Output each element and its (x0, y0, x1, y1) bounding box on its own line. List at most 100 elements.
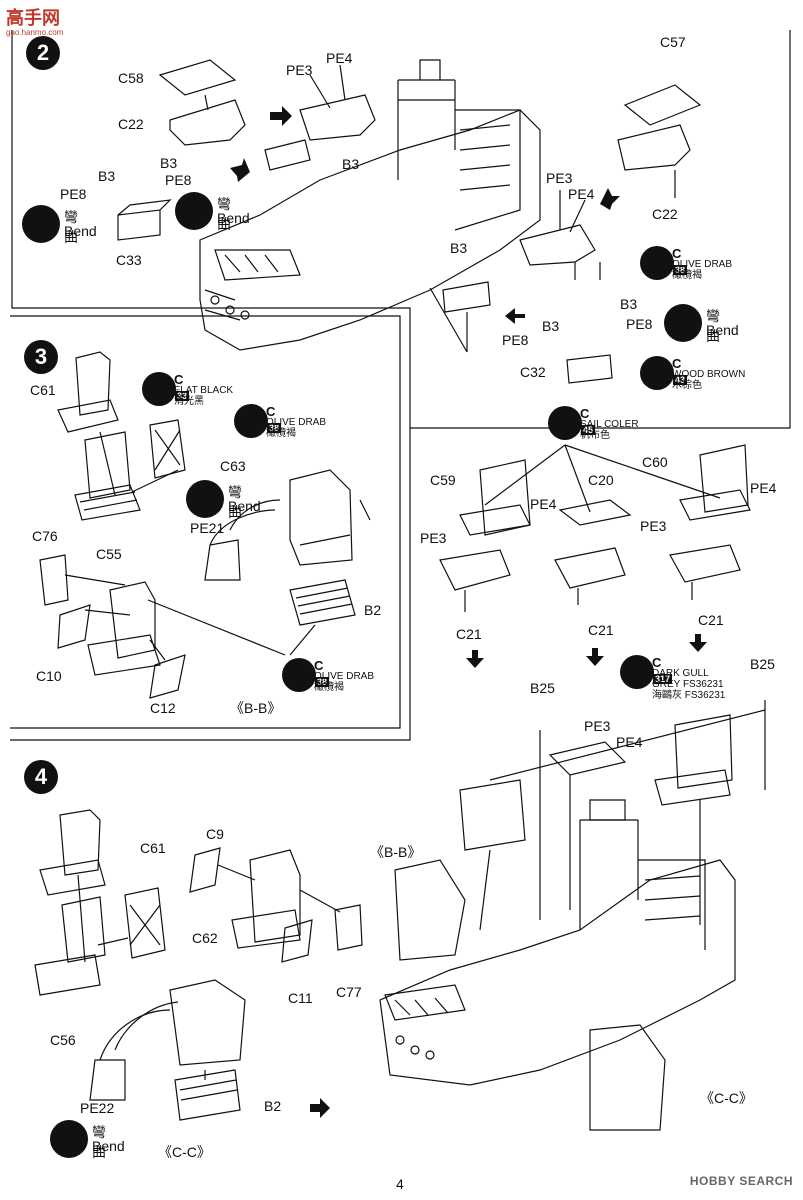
part-label-c60: C60 (642, 454, 668, 470)
step-number-2: 2 (26, 36, 60, 70)
step4-seat-left (34, 809, 166, 996)
bend-label-en: Bend (217, 210, 250, 226)
part-label-c57: C57 (660, 34, 686, 50)
part-label-c59: C59 (430, 472, 456, 488)
part-label-b3: B3 (342, 156, 360, 172)
bend-label-cn: 彎曲 (92, 1124, 106, 1160)
bend-label-cn: 彎曲 (64, 209, 78, 245)
step2-arrows (230, 106, 620, 324)
step3r-seats (439, 444, 751, 612)
part-label-pe3: PE3 (286, 62, 313, 78)
site-logo[interactable]: 高手网 gao.hanmo.com (6, 4, 63, 37)
view-label-bb: 《B-B》 (370, 844, 422, 860)
paint-code: C317 (652, 655, 673, 684)
step3-seat-c61 (57, 351, 119, 433)
step3-frame (10, 315, 401, 729)
view-label-cc: 《C-C》 (700, 1090, 753, 1106)
part-label-pe21: PE21 (190, 520, 225, 536)
part-label-c56: C56 (50, 1032, 76, 1048)
step2-leaders (204, 64, 676, 353)
step4-frame (10, 428, 411, 741)
part-label-pe8: PE8 (165, 172, 192, 188)
part-label-pe4: PE4 (568, 186, 595, 202)
part-label-c22: C22 (118, 116, 144, 132)
part-label-b3: B3 (98, 168, 116, 184)
part-label-pe8: PE8 (626, 316, 653, 332)
step4-fuselage-interior (379, 700, 766, 1131)
part-label-c9: C9 (206, 826, 224, 842)
paint-code: C38 (314, 658, 330, 687)
paint-code: C45 (580, 406, 596, 435)
part-label-c21: C21 (698, 612, 724, 628)
part-label-c55: C55 (96, 546, 122, 562)
bend-label-en: Bend (228, 498, 261, 514)
bend-icon (22, 205, 60, 243)
part-label-c61: C61 (140, 840, 166, 856)
step4-seat-mid (189, 847, 363, 963)
step3-seat-assembled (204, 469, 356, 626)
step3r-arrows (466, 634, 707, 668)
paint-code: C43 (672, 356, 688, 385)
part-label-c20: C20 (588, 472, 614, 488)
site-logo-url: gao.hanmo.com (6, 28, 64, 37)
part-label-c22: C22 (652, 206, 678, 222)
part-label-pe4: PE4 (616, 734, 643, 750)
bend-label-en: Bend (706, 322, 739, 338)
paint-brush-icon (620, 655, 654, 689)
step2-frame (11, 30, 791, 429)
page-number: 4 (396, 1176, 404, 1192)
part-label-c10: C10 (36, 668, 62, 684)
hobby-search-watermark: HOBBY SEARCH (689, 1174, 793, 1188)
part-label-b3: B3 (542, 318, 560, 334)
paint-code: C38 (672, 246, 688, 275)
part-label-b3: B3 (450, 240, 468, 256)
part-label-c76: C76 (32, 528, 58, 544)
bend-label-cn: 彎曲 (706, 308, 720, 344)
paint-brush-icon (142, 372, 176, 406)
part-label-c61: C61 (30, 382, 56, 398)
paint-brush-icon (234, 404, 268, 438)
part-label-pe4: PE4 (530, 496, 557, 512)
part-label-c33: C33 (116, 252, 142, 268)
part-label-pe8: PE8 (60, 186, 87, 202)
step2-seat-pans (169, 94, 691, 266)
part-label-c62: C62 (192, 930, 218, 946)
bend-icon (175, 192, 213, 230)
part-label-c11: C11 (288, 990, 313, 1006)
part-label-c21: C21 (456, 626, 482, 642)
part-label-b2: B2 (264, 1098, 282, 1114)
part-label-pe4: PE4 (326, 50, 353, 66)
part-label-pe3: PE3 (420, 530, 447, 546)
paint-code: C33 (174, 372, 190, 401)
paint-brush-icon (640, 356, 674, 390)
part-label-pe22: PE22 (80, 1100, 115, 1116)
view-label-bb: 《B-B》 (230, 700, 282, 716)
bend-label-en: Bend (92, 1138, 125, 1154)
paint-brush-icon (640, 246, 674, 280)
bend-icon (186, 480, 224, 518)
part-label-b25: B25 (530, 680, 555, 696)
bend-label-en: Bend (64, 223, 97, 239)
part-label-c58: C58 (118, 70, 144, 86)
step2-boxes (117, 139, 613, 384)
bend-icon (50, 1120, 88, 1158)
part-label-c77: C77 (336, 984, 362, 1000)
site-logo-text: 高手网 (6, 8, 60, 28)
part-label-pe3: PE3 (640, 518, 667, 534)
part-label-c21: C21 (588, 622, 614, 638)
part-label-c32: C32 (520, 364, 546, 380)
part-label-b2: B2 (364, 602, 382, 618)
paint-brush-icon (282, 658, 316, 692)
part-label-pe3: PE3 (584, 718, 611, 734)
part-label-pe8: PE8 (502, 332, 529, 348)
step-number-3: 3 (24, 340, 58, 374)
part-label-b3: B3 (620, 296, 638, 312)
